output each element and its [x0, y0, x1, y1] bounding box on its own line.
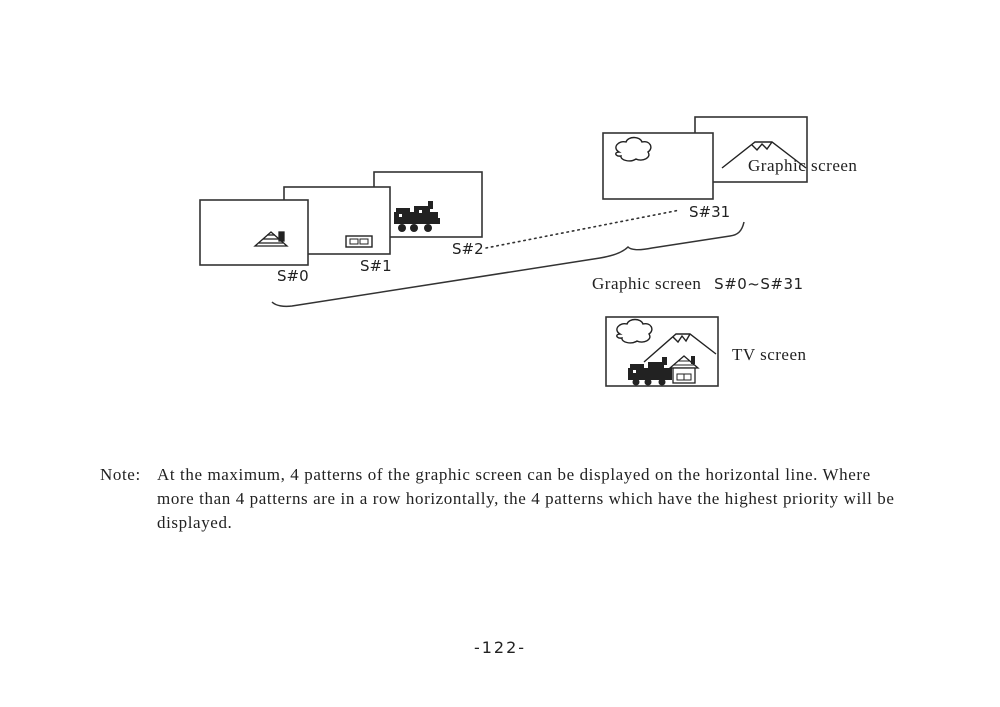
label-s1: S#1 [360, 257, 392, 275]
range-caption: Graphic screen S#0~S#31 [592, 274, 804, 293]
tv-screen [605, 316, 719, 387]
label-s0: S#0 [277, 267, 309, 285]
range-caption-text: Graphic screen [592, 274, 701, 293]
note-text: At the maximum, 4 patterns of the graphi… [157, 465, 895, 532]
graphic-screen-diagram: S#0 S#1 S#2 Graphic screen S#31 Graphic … [199, 116, 857, 387]
note-paragraph: Note: At the maximum, 4 patterns of the … [100, 463, 900, 535]
cloud-icon [615, 136, 652, 162]
roof-icon [253, 231, 289, 247]
tv-cloud-icon [616, 318, 653, 344]
graphic-screen-label: Graphic screen [748, 156, 857, 175]
locomotive-icon [394, 201, 440, 232]
screen-s0 [199, 199, 309, 266]
range-caption-range: S#0~S#31 [714, 275, 803, 293]
screen-s31 [602, 132, 714, 200]
screen-s2 [373, 171, 483, 238]
window-icon [345, 235, 373, 248]
range-brace [271, 221, 745, 308]
mountain-icon [721, 141, 807, 169]
tv-house-icon [668, 355, 700, 384]
continuation-dotted-line [485, 209, 681, 249]
tv-locomotive-icon [628, 357, 672, 386]
label-s2: S#2 [452, 240, 484, 258]
tv-screen-label: TV screen [732, 345, 807, 364]
label-s31: S#31 [689, 203, 730, 221]
tv-mountain-icon [643, 333, 717, 363]
note-label: Note: [100, 465, 141, 484]
page-number: -122- [473, 638, 527, 657]
